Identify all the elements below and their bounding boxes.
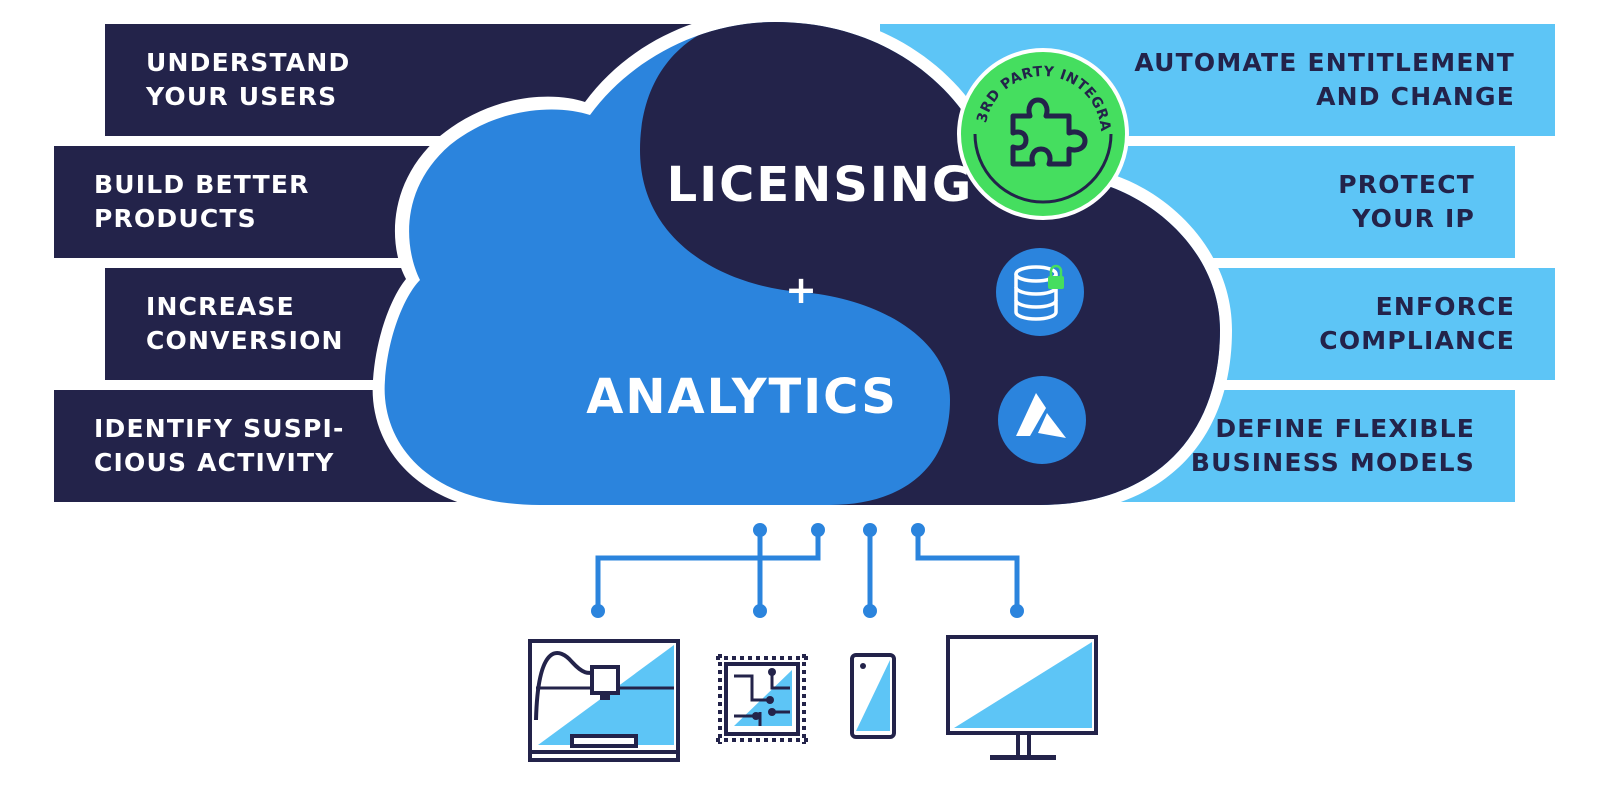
smartphone-icon	[850, 653, 896, 739]
connector-dots	[591, 523, 1024, 618]
3d-printer-icon	[528, 639, 680, 762]
azure-logo-icon	[998, 376, 1086, 464]
microchip-icon	[716, 654, 808, 744]
benefit-label: DEFINE FLEXIBLE BUSINESS MODELS	[1190, 414, 1475, 477]
monitor-icon	[946, 635, 1098, 760]
benefit-label: AUTOMATE ENTITLEMENT AND CHANGE	[1134, 48, 1515, 111]
benefit-label: INCREASE CONVERSION	[146, 292, 344, 355]
benefit-label: IDENTIFY SUSPI- CIOUS ACTIVITY	[94, 414, 345, 477]
database-lock-icon	[996, 248, 1084, 336]
puzzle-piece-icon	[1010, 97, 1088, 167]
connector-lines	[595, 530, 1020, 611]
benefit-label: ENFORCE COMPLIANCE	[1319, 292, 1515, 355]
licensing-label: LICENSING	[667, 157, 974, 213]
benefit-label: PROTECT YOUR IP	[1338, 170, 1475, 233]
plus-sign: +	[785, 268, 819, 312]
analytics-label: ANALYTICS	[586, 369, 898, 425]
benefit-label: UNDERSTAND YOUR USERS	[146, 48, 351, 111]
benefit-label: BUILD BETTER PRODUCTS	[94, 170, 310, 233]
